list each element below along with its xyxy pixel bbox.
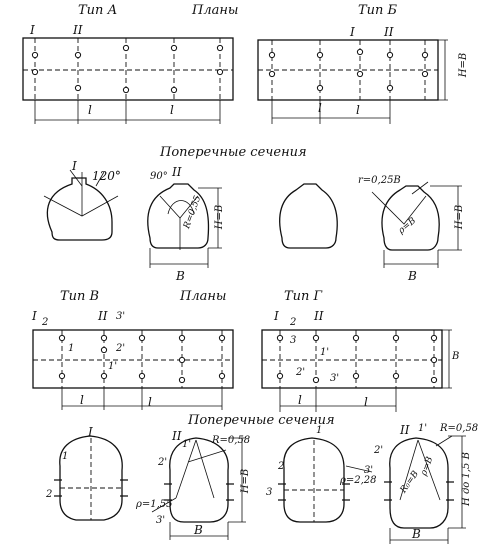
type-g-title: Тип Г — [284, 289, 323, 304]
sec-g-mark-ii: II — [400, 423, 410, 437]
dim-hb-top: H=B — [458, 52, 470, 78]
sec-b-mark-3p-left: 3' — [156, 515, 166, 526]
mark-1p-g: 1' — [320, 347, 330, 358]
dim-hb-sec: H=B — [214, 204, 226, 230]
mark-ii-a: II — [73, 23, 83, 37]
dim-l-g1: l — [298, 393, 302, 407]
mark-1p-v: 1' — [108, 361, 118, 372]
mark-2-v: 2 — [42, 317, 49, 328]
section-type-b — [279, 183, 338, 249]
dim-l-b1: l — [318, 101, 322, 115]
r-058-left: R=0,58 — [212, 435, 251, 446]
plan-type-b — [257, 39, 448, 124]
mark-ii-b: II — [384, 25, 394, 39]
plans-title-bottom: Планы — [180, 289, 227, 304]
mark-2p-v: 2' — [116, 343, 126, 354]
mark-3p-v: 3' — [116, 311, 126, 322]
sec-b-mark-2: 2 — [46, 489, 53, 500]
sec-g-mark-3: 3 — [266, 487, 273, 498]
mark-3p-g: 3' — [330, 373, 340, 384]
section-type-v-ii — [151, 437, 246, 540]
angle-120: 120° — [92, 169, 121, 183]
dim-b-sec1: B — [176, 269, 185, 283]
section-type-b-ii — [371, 181, 462, 268]
sec-g-mark-1p: 1' — [418, 423, 428, 434]
dim-hb-bottom: H=B — [240, 468, 252, 494]
angle-90: 90° — [150, 171, 168, 182]
mark-3-g: 3 — [290, 335, 297, 346]
sections-title-bottom: Поперечные сечения — [188, 413, 335, 428]
dim-b-plan-g: B — [452, 351, 460, 362]
dim-l-a1: l — [88, 103, 92, 117]
dim-b-bottom-right: B — [412, 527, 421, 541]
sec-g-mark-3p: 3' — [364, 465, 374, 476]
section-type-a-ii — [147, 183, 222, 268]
section-type-g-ii — [384, 435, 466, 544]
mark-i-v: I — [32, 309, 37, 323]
mark-i-g: I — [274, 309, 279, 323]
mark-2p-g: 2' — [296, 367, 306, 378]
dim-l-v1: l — [80, 393, 84, 407]
sec-g-mark-1: 1 — [316, 425, 323, 436]
plan-type-g — [261, 329, 452, 412]
sec-b-mark-i: I — [88, 425, 93, 439]
dim-l-g2: l — [364, 395, 368, 409]
r-058-right: R=0,58 — [440, 423, 479, 434]
dim-b-sec2: B — [408, 269, 417, 283]
type-a-title: Тип А — [78, 3, 118, 18]
dim-l-a2: l — [170, 103, 174, 117]
sec-g-mark-2: 2 — [278, 461, 285, 472]
plan-type-v — [32, 329, 234, 410]
mark-i-b: I — [350, 25, 355, 39]
sec-g-mark-2p: 2' — [374, 445, 384, 456]
sec-mark-i: I — [72, 159, 77, 173]
sections-title-top: Поперечные сечения — [160, 145, 307, 160]
dim-b-bottom-left: B — [194, 523, 203, 537]
type-b-title: Тип Б — [358, 3, 398, 18]
dim-h-range: H до 1,5 B — [460, 452, 472, 506]
sec-b-mark-2p-left: 2' — [158, 457, 168, 468]
sec-b-mark-1p-left: 1' — [182, 439, 192, 450]
plans-title-top: Планы — [192, 3, 239, 18]
mark-2-g: 2 — [290, 317, 297, 328]
dim-l-v2: l — [148, 395, 152, 409]
section-type-v-i — [54, 435, 128, 521]
rho-155: ρ=1,55 — [136, 499, 173, 510]
mark-ii-v: II — [98, 309, 108, 323]
sec-b-mark-ii-left: II — [172, 429, 182, 443]
sec-b-mark-1: 1 — [62, 451, 69, 462]
dim-l-b2: l — [356, 103, 360, 117]
plan-type-a — [22, 37, 234, 124]
section-type-g-i — [278, 437, 373, 523]
mark-i-a: I — [30, 23, 35, 37]
mark-ii-g: II — [314, 309, 324, 323]
section-type-a — [43, 169, 119, 241]
type-v-title: Тип В — [60, 289, 100, 304]
rho-228: ρ=2,28 — [340, 475, 377, 486]
r-025-label: r=0,25B — [358, 175, 401, 186]
mark-1-v: 1 — [68, 343, 75, 354]
dim-hb-sec2: H=B — [454, 204, 466, 230]
sec-mark-ii: II — [172, 165, 182, 179]
